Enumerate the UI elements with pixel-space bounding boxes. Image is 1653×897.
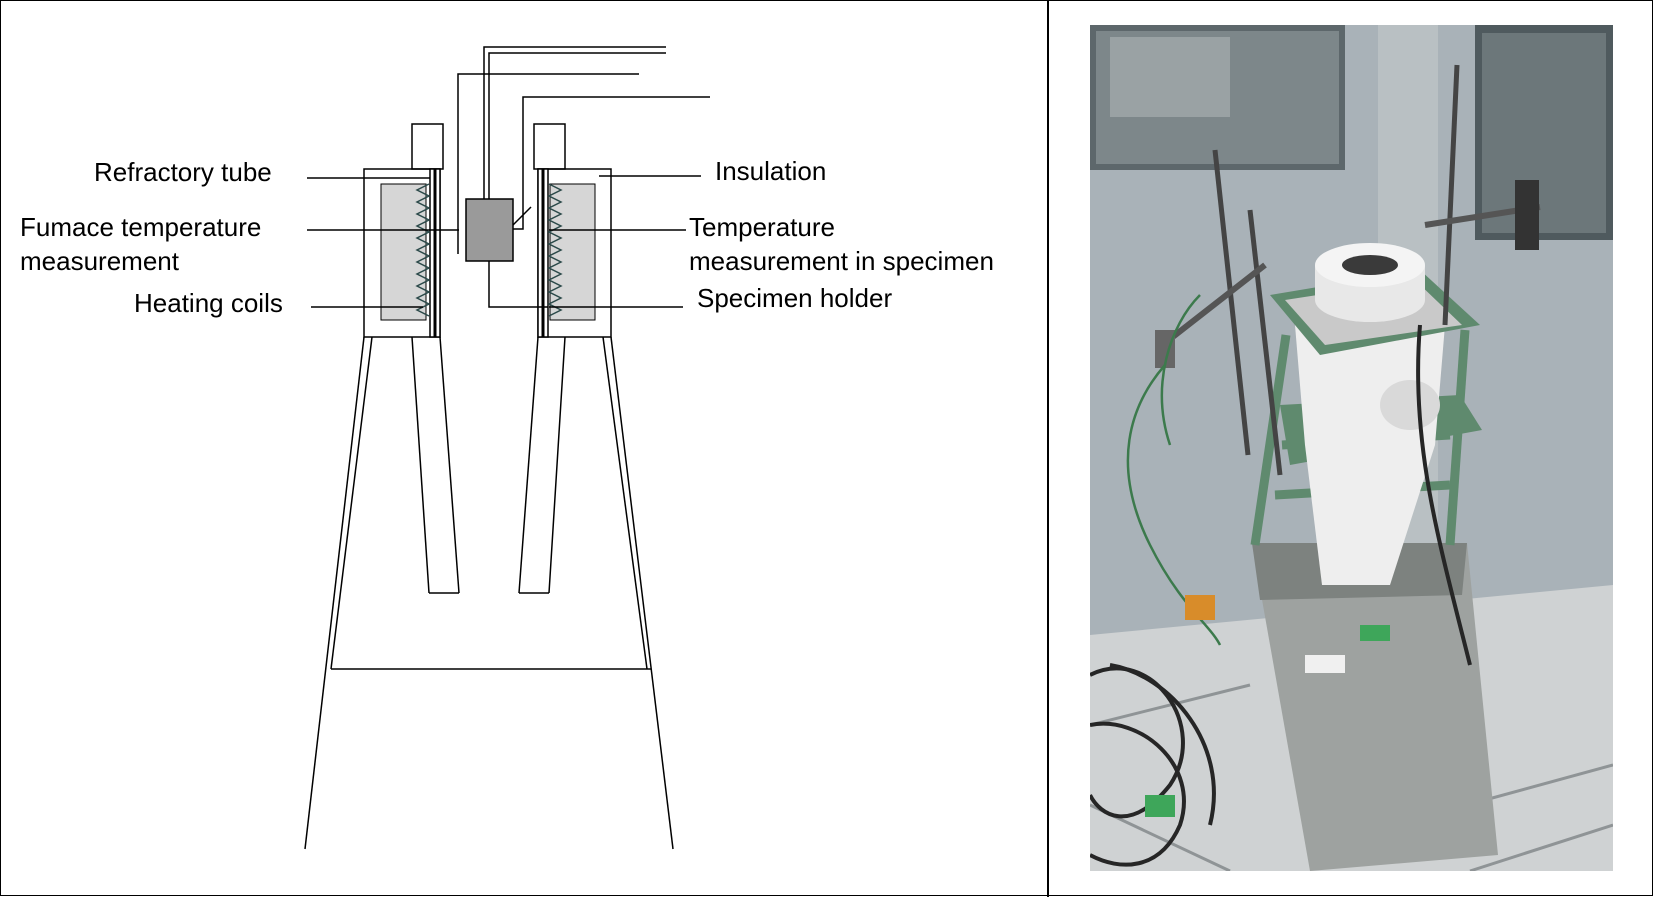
label-specimen-holder: Specimen holder — [697, 283, 892, 313]
panel-divider — [1047, 1, 1049, 897]
label-furnace-temp-1: Fumace temperature — [20, 212, 261, 242]
stand-leg-left — [304, 336, 365, 850]
specimen — [465, 198, 514, 262]
left-tube-cap — [411, 123, 444, 170]
furnace-schematic: Refractory tube Fumace temperature measu… — [20, 46, 994, 850]
label-heating-coils: Heating coils — [134, 288, 283, 318]
label-refractory-tube: Refractory tube — [94, 157, 272, 187]
label-specimen-temp-2: measurement in specimen — [689, 246, 994, 276]
lead-wire-2 — [488, 52, 666, 251]
right-tube-cap — [533, 123, 566, 170]
lead-wire-1 — [483, 46, 666, 251]
label-insulation: Insulation — [715, 156, 826, 186]
furnace-photo-illustration — [1090, 25, 1613, 871]
right-heating-coil — [547, 183, 563, 317]
lead-wire-3 — [457, 73, 639, 254]
label-furnace-temp-2: measurement — [20, 246, 180, 276]
left-heating-coil — [415, 183, 431, 317]
lead-wire-4 — [508, 96, 710, 230]
specimen-holder-wire — [488, 261, 548, 308]
furnace-photo — [1090, 25, 1613, 871]
label-specimen-temp-1: Temperature — [689, 212, 835, 242]
stand-leg-right — [610, 336, 674, 850]
